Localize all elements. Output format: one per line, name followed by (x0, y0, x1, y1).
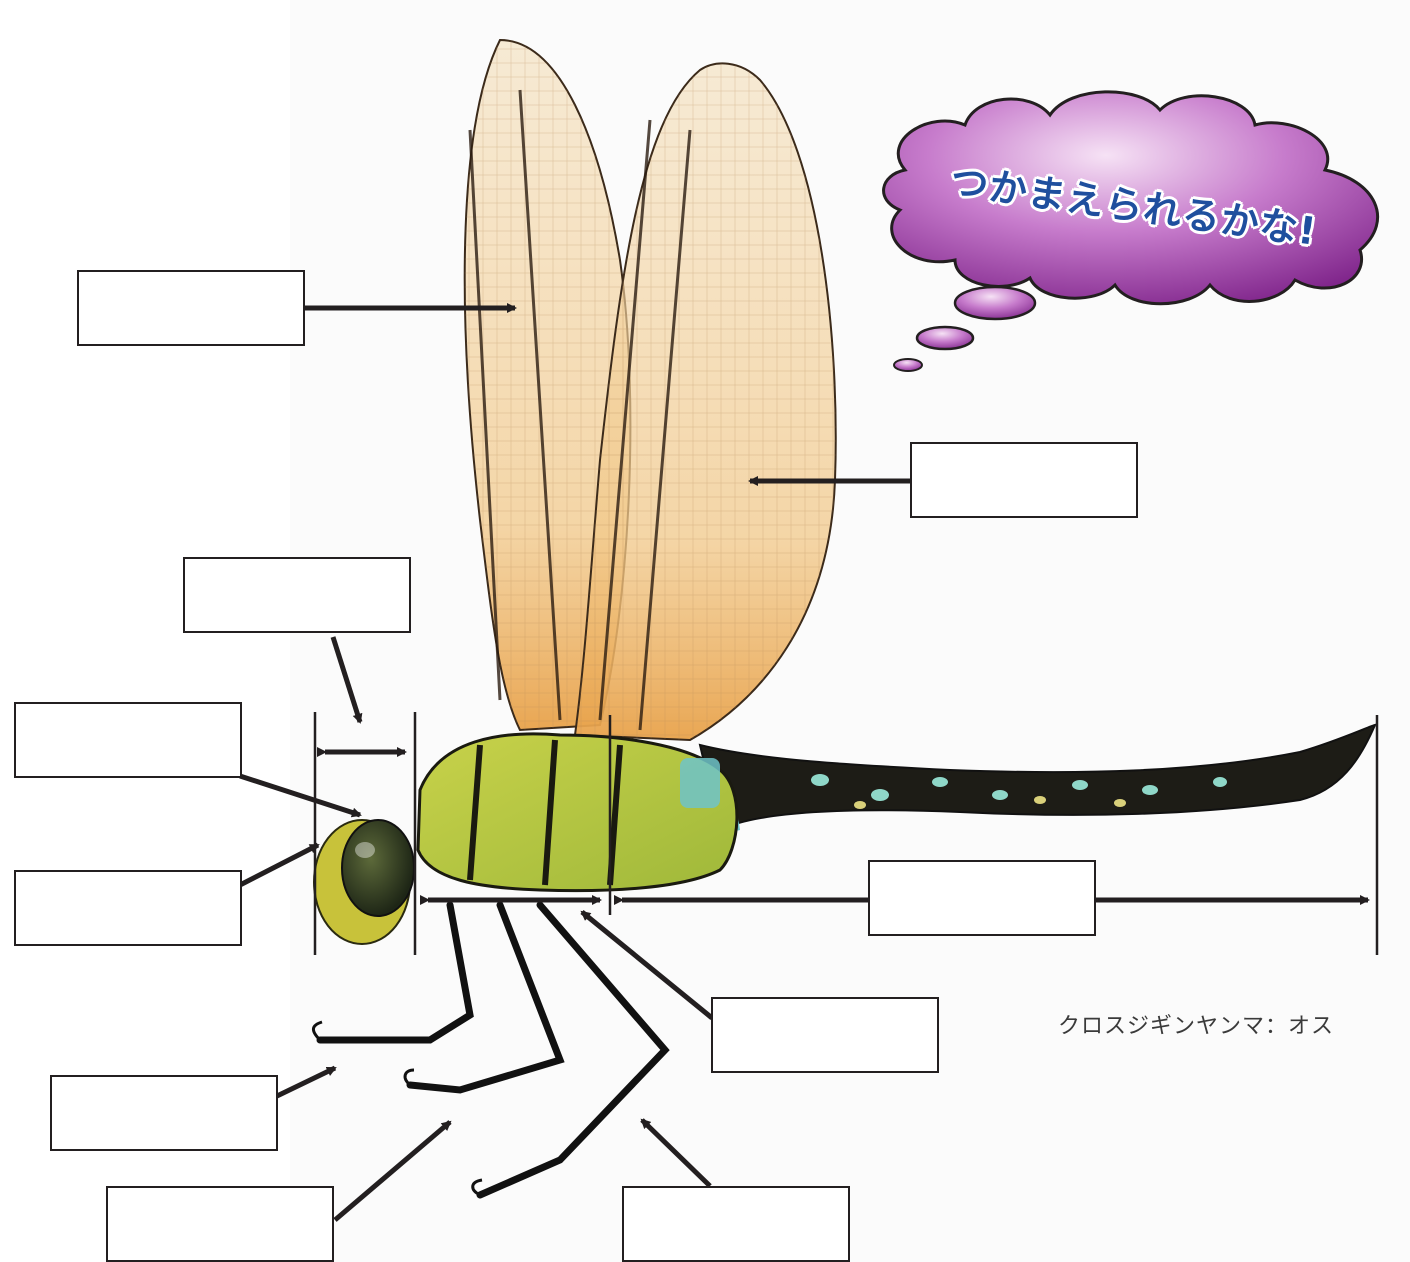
species-caption: クロスジギンヤンマ：オス (1058, 1008, 1334, 1040)
thorax-body (418, 734, 737, 891)
label-box-thorax[interactable] (711, 997, 939, 1073)
label-box-abdomen[interactable] (868, 860, 1096, 936)
eye-highlight (355, 842, 375, 858)
label-box-middle-leg[interactable] (106, 1186, 334, 1262)
label-box-front-leg[interactable] (50, 1075, 278, 1151)
thorax-blue-patch (680, 758, 720, 808)
label-box-head[interactable] (14, 870, 242, 946)
label-box-hindwing[interactable] (910, 442, 1138, 518)
label-box-forewing[interactable] (77, 270, 305, 346)
compound-eye-shape (342, 820, 414, 916)
label-box-head-width[interactable] (183, 557, 411, 633)
label-box-compound-eye[interactable] (14, 702, 242, 778)
label-box-hind-leg[interactable] (622, 1186, 850, 1262)
